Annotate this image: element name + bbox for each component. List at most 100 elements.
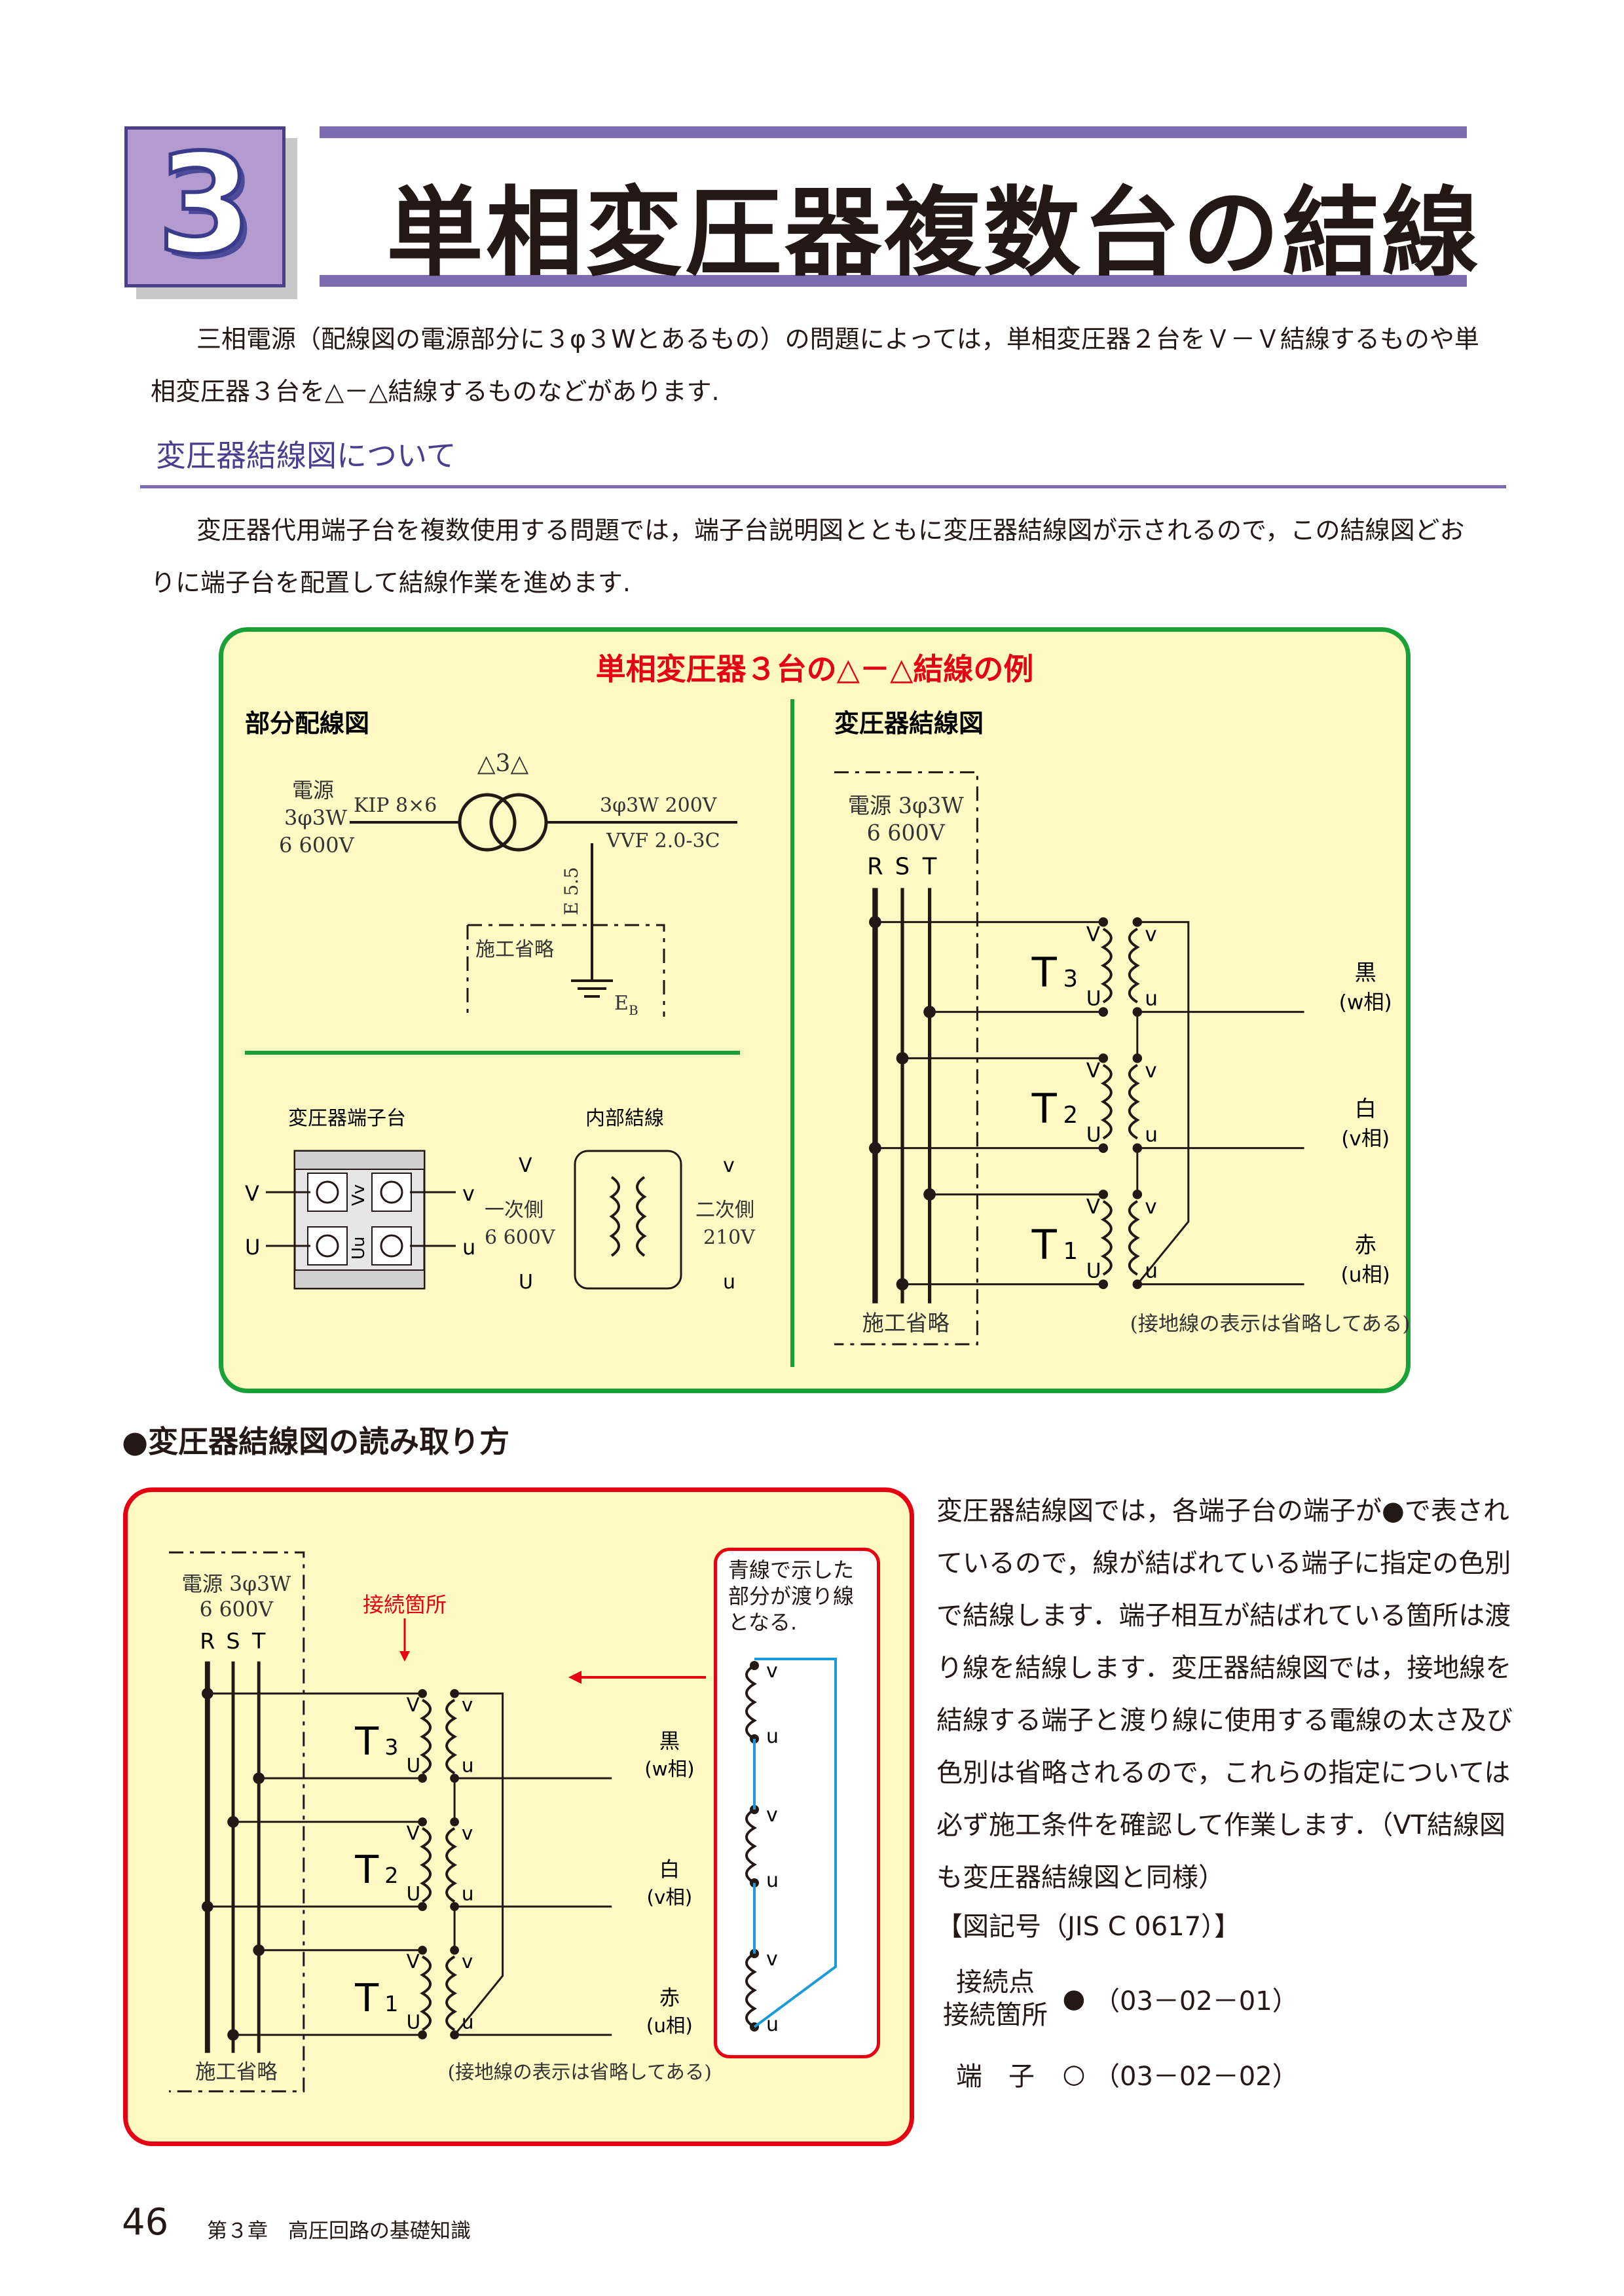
coil-label-V: V bbox=[407, 1822, 420, 1844]
transformer-sub: 1 bbox=[1063, 1238, 1078, 1265]
terminal-dot bbox=[418, 1902, 427, 1912]
internal-heading: 内部結線 bbox=[585, 1107, 664, 1130]
symbol-code: （03－02－02） bbox=[1094, 2062, 1299, 2092]
transformer-label: T bbox=[1031, 1085, 1058, 1133]
phase-name: (u相) bbox=[646, 2014, 693, 2037]
symbol-list: 【図記号（JIS C 0617）】 接続点 接続箇所 ● （03－02－01） … bbox=[936, 1904, 1513, 2100]
bus-junction bbox=[869, 1142, 881, 1155]
internal-u: u bbox=[723, 1271, 735, 1294]
coil-label-U: U bbox=[1086, 987, 1101, 1010]
coil-label-V: V bbox=[407, 1694, 420, 1716]
coil-label-v: v bbox=[462, 1822, 473, 1844]
bus-label: S bbox=[895, 854, 910, 881]
terminal-dot bbox=[750, 1661, 759, 1670]
bus-label: R bbox=[200, 1628, 215, 1654]
primary-coil bbox=[1100, 1064, 1113, 1140]
jumper-coil bbox=[745, 1952, 757, 2028]
coil-label-v: v bbox=[462, 1694, 473, 1716]
phase-name: (u相) bbox=[1341, 1264, 1390, 1287]
coil-label-V: V bbox=[1086, 923, 1101, 947]
wiring-source-2: 6 600V bbox=[200, 1598, 274, 1622]
symbol-code: （03－02－01） bbox=[1094, 1986, 1299, 2016]
partial-heading: 部分配線図 bbox=[245, 709, 369, 738]
symbol-row: 端 子 ○ （03－02－02） bbox=[936, 2048, 1513, 2100]
terminal-dot bbox=[418, 1774, 427, 1783]
chapter-number-box bbox=[124, 126, 286, 287]
wiring-source-1: 電源 3φ3W bbox=[182, 1573, 292, 1596]
phase-name: (v相) bbox=[1341, 1127, 1390, 1151]
screw-icon bbox=[316, 1234, 339, 1258]
explanation-text: 変圧器結線図では，各端子台の端子が●で表されているので，線が結ばれている端子に指… bbox=[936, 1496, 1513, 1893]
secondary-coil bbox=[1128, 928, 1140, 1004]
coil-label-u: u bbox=[462, 1882, 474, 1904]
transformer-sub: 2 bbox=[384, 1863, 398, 1888]
terminal-dot bbox=[1098, 917, 1109, 927]
coil-label-V: V bbox=[1086, 1059, 1101, 1083]
chapter-number: 3 bbox=[155, 124, 255, 285]
intro-paragraph: 三相電源（配線図の電源部分に３φ３Wとあるもの）の問題によっては，単相変圧器２台… bbox=[151, 313, 1486, 418]
primary-coil bbox=[1100, 928, 1113, 1004]
transformer-delta-label: △3△ bbox=[477, 750, 529, 777]
transformer-label: T bbox=[354, 1975, 379, 2020]
secondary-coil bbox=[445, 1827, 458, 1903]
jumper-label-v: v bbox=[766, 1804, 778, 1827]
terminal-dot bbox=[1098, 1143, 1109, 1153]
jumper-label-v: v bbox=[766, 1948, 778, 1971]
coil-label-U: U bbox=[407, 2011, 421, 2033]
title-rule-bottom bbox=[320, 275, 1467, 287]
wiring-note: (接地線の表示は省略してある) bbox=[448, 2061, 712, 2083]
earth-sub: B bbox=[629, 1002, 638, 1018]
omitted-label: 施工省略 bbox=[475, 938, 554, 961]
coil-label-v: v bbox=[462, 1950, 473, 1973]
symbol-row: 接続点 接続箇所 ● （03－02－01） bbox=[936, 1950, 1513, 2048]
connection-point-icon: ● bbox=[1062, 1984, 1086, 2014]
source-frame bbox=[169, 1551, 305, 2092]
jumper-label-v: v bbox=[766, 1660, 778, 1683]
terminal-dot bbox=[1098, 1053, 1109, 1063]
pointer-arrowhead bbox=[568, 1671, 581, 1684]
terminal-inner-Uu: Uu bbox=[349, 1236, 369, 1260]
partial-source-2: 3φ3W bbox=[284, 805, 347, 830]
bus-junction bbox=[201, 1687, 213, 1700]
terminal-icon: ○ bbox=[1062, 2059, 1086, 2089]
terminal-heading: 変圧器端子台 bbox=[288, 1107, 406, 1130]
terminal-block-bottom bbox=[294, 1269, 425, 1289]
source-frame bbox=[834, 771, 978, 1345]
example-title: 単相変圧器３台の△－△結線の例 bbox=[596, 651, 1034, 687]
terminal-cell-u bbox=[371, 1226, 412, 1266]
transformer-sub: 1 bbox=[384, 1991, 398, 2016]
terminal-label-V: V bbox=[245, 1181, 259, 1206]
partial-source-1: 電源 bbox=[292, 778, 334, 803]
terminal-dot bbox=[418, 1817, 427, 1827]
intro-text: 三相電源（配線図の電源部分に３φ３Wとあるもの）の問題によっては，単相変圧器２台… bbox=[151, 325, 1479, 406]
symbol-name-1: 端 子 bbox=[956, 2062, 1035, 2092]
earth-cable-label: E 5.5 bbox=[561, 867, 582, 915]
transformer-sub: 2 bbox=[1063, 1102, 1078, 1129]
secondary-label: 3φ3W 200V bbox=[600, 794, 718, 817]
primary-coil bbox=[1100, 1200, 1113, 1276]
wiring-source-1: 電源 3φ3W bbox=[848, 793, 965, 818]
internal-secondary-1: 二次側 bbox=[695, 1199, 754, 1222]
running-head: 第３章 高圧回路の基礎知識 bbox=[207, 2219, 471, 2243]
blue-note-box bbox=[714, 1548, 880, 2058]
bus-junction bbox=[253, 1944, 265, 1956]
bus-junction bbox=[923, 1188, 936, 1201]
primary-coil bbox=[420, 1955, 432, 2032]
internal-primary-coil bbox=[609, 1176, 620, 1257]
terminal-cell-U bbox=[307, 1226, 348, 1266]
section-heading: 変圧器結線図について bbox=[156, 438, 456, 473]
internal-secondary-2: 210V bbox=[703, 1226, 756, 1249]
transformer-coil-1 bbox=[458, 793, 517, 852]
bus-junction bbox=[227, 2029, 239, 2041]
transformer-coil-2 bbox=[489, 793, 548, 852]
internal-V: V bbox=[519, 1154, 532, 1177]
phase-color: 白 bbox=[1355, 1096, 1376, 1121]
transformer-label: T bbox=[1031, 1221, 1058, 1269]
internal-box bbox=[574, 1150, 682, 1290]
secondary-coil bbox=[445, 1698, 458, 1775]
section-rule bbox=[140, 485, 1506, 488]
terminal-dot bbox=[1098, 1007, 1109, 1017]
phase-color: 赤 bbox=[1355, 1232, 1376, 1258]
symbols-heading: 【図記号（JIS C 0617）】 bbox=[936, 1912, 1241, 1942]
